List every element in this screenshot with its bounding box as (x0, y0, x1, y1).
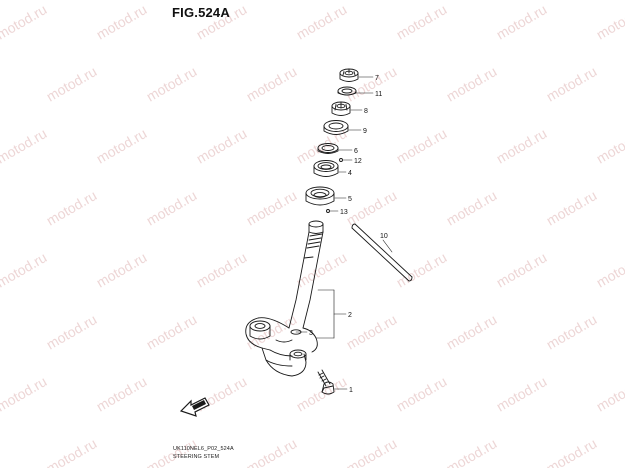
watermark-text: motod.ru (544, 435, 600, 468)
upper-inner-race (317, 143, 339, 154)
washer (337, 86, 357, 96)
watermark-text: motod.ru (244, 187, 300, 228)
watermark-text: motod.ru (44, 63, 100, 104)
callout-12: 12 (354, 158, 362, 165)
callout-7: 7 (375, 75, 379, 82)
watermark-text: motod.ru (194, 249, 250, 290)
drawing-code: UK110NEL6_P02_524A (173, 446, 234, 452)
watermark-text: motod.ru (344, 187, 400, 228)
callout-9: 9 (363, 128, 367, 135)
callout-13: 13 (340, 209, 348, 216)
watermark-text: motod.ru (594, 125, 625, 166)
watermark-text: motod.ru (0, 373, 49, 414)
bolt (317, 369, 335, 395)
watermark-text: motod.ru (44, 435, 100, 468)
steering-stem-nut (339, 68, 359, 82)
steel-ball-lower (326, 209, 330, 213)
dust-seal (323, 120, 349, 135)
callout-11: 11 (375, 91, 382, 98)
callout-1: 1 (349, 387, 353, 394)
watermark-text: motod.ru (494, 373, 550, 414)
watermark-text: motod.ru (594, 1, 625, 42)
watermark-text: motod.ru (544, 63, 600, 104)
watermark-text: motod.ru (394, 373, 450, 414)
watermark-text: motod.ru (544, 187, 600, 228)
front-direction-arrow-icon (179, 397, 210, 417)
upper-bearing (313, 160, 339, 177)
watermark-text: motod.ru (94, 249, 150, 290)
watermark-text: motod.ru (94, 373, 150, 414)
steering-rod (351, 223, 413, 282)
watermark-text: motod.ru (144, 187, 200, 228)
watermark-text: motod.ru (494, 1, 550, 42)
watermark-text: motod.ru (494, 249, 550, 290)
watermark-text: motod.ru (94, 1, 150, 42)
steel-ball-upper (339, 158, 343, 162)
watermark-text: motod.ru (244, 435, 300, 468)
leader-lines (295, 76, 393, 390)
watermark-text: motod.ru (244, 63, 300, 104)
watermark-text: motod.ru (0, 249, 49, 290)
watermark-text: motod.ru (494, 125, 550, 166)
steering-stem (245, 220, 324, 377)
lock-nut (331, 101, 351, 116)
watermark-text: motod.ru (0, 125, 49, 166)
watermark-text: motod.ru (294, 373, 350, 414)
watermark-text: motod.ru (444, 187, 500, 228)
callout-2: 2 (348, 312, 352, 319)
lower-bearing (305, 186, 335, 206)
watermark-text: motod.ru (194, 125, 250, 166)
watermark-text: motod.ru (594, 249, 625, 290)
callout-5: 5 (348, 196, 352, 203)
watermark-text: motod.ru (94, 125, 150, 166)
callout-10: 10 (380, 233, 388, 240)
figure-title: FIG.524A (172, 5, 230, 20)
watermark-text: motod.ru (44, 311, 100, 352)
callout-6: 6 (354, 148, 358, 155)
watermark-text: motod.ru (394, 125, 450, 166)
watermark-text: motod.ru (394, 1, 450, 42)
watermark-text: motod.ru (394, 249, 450, 290)
watermark-text: motod.ru (144, 63, 200, 104)
watermark-text: motod.ru (544, 311, 600, 352)
callout-3: 3 (309, 330, 313, 337)
callout-labels: 7 11 8 9 6 12 4 5 13 10 2 3 1 (309, 75, 388, 394)
watermark-text: motod.ru (444, 63, 500, 104)
watermark-text: motod.ru (594, 373, 625, 414)
watermark-text: motod.ru (44, 187, 100, 228)
callout-8: 8 (364, 108, 368, 115)
watermark-text: motod.ru (144, 311, 200, 352)
watermark-text: motod.ru (344, 435, 400, 468)
figure-caption: STEERING STEM (173, 454, 220, 460)
watermark-text: motod.ru (0, 1, 49, 42)
watermark-text: motod.ru (444, 311, 500, 352)
watermark-text: motod.ru (294, 1, 350, 42)
watermark-text: motod.ru (444, 435, 500, 468)
callout-4: 4 (348, 170, 352, 177)
